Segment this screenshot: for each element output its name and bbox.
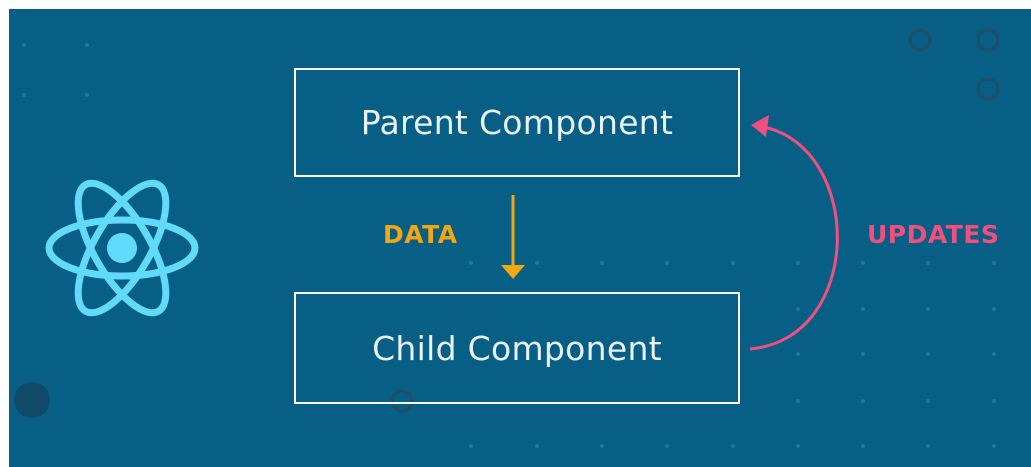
parent-component-box: Parent Component	[294, 68, 740, 177]
data-arrow	[501, 195, 525, 279]
react-logo-icon	[45, 179, 199, 317]
diagram-panel: Parent Component Child Component DATA UP…	[9, 9, 1031, 467]
updates-label: UPDATES	[867, 220, 1000, 249]
child-component-label: Child Component	[372, 328, 662, 368]
data-label: DATA	[383, 220, 458, 249]
updates-arrow	[749, 115, 839, 351]
child-component-box: Child Component	[294, 292, 740, 404]
background-decoration	[14, 28, 1000, 448]
parent-component-label: Parent Component	[360, 103, 674, 142]
